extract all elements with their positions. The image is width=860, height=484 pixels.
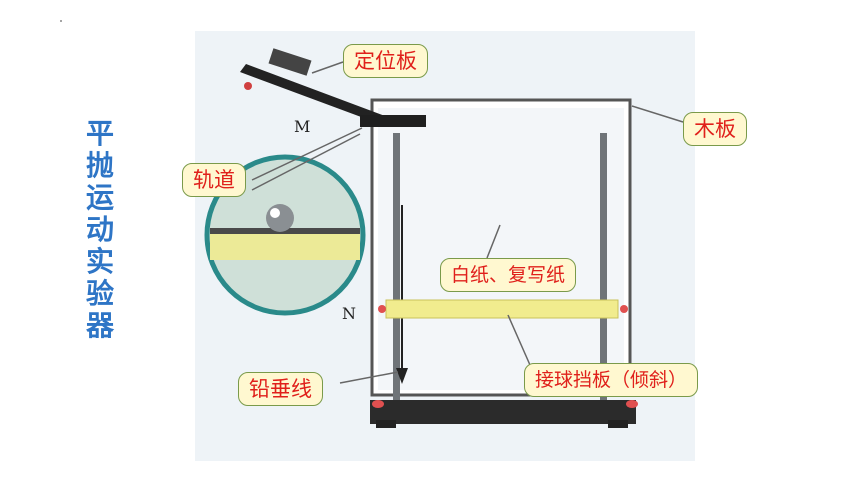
point-m-label: M xyxy=(294,117,311,136)
title-char: 器 xyxy=(85,309,114,342)
title-char: 运 xyxy=(85,181,114,214)
callout-paper: 白纸、复写纸 xyxy=(440,258,577,292)
ball-baffle xyxy=(385,299,619,319)
callout-positioning-plate: 定位板 xyxy=(343,44,428,78)
left-rod xyxy=(393,133,400,408)
base xyxy=(370,400,636,424)
apparatus-photo xyxy=(195,31,695,461)
positioning-plate xyxy=(268,48,312,76)
callout-plumb-line: 铅垂线 xyxy=(238,372,323,406)
vertical-title: 平抛运动实验器 xyxy=(78,118,122,342)
title-char: 动 xyxy=(85,213,114,246)
decorative-dot xyxy=(60,20,62,22)
title-char: 抛 xyxy=(85,149,114,182)
callout-ball-baffle: 接球挡板（倾斜） xyxy=(524,363,699,397)
title-char: 验 xyxy=(85,277,114,310)
track xyxy=(240,64,385,124)
title-char: 实 xyxy=(85,245,114,278)
callout-wood-board: 木板 xyxy=(683,112,747,146)
callout-track: 轨道 xyxy=(182,163,246,197)
point-n-label: N xyxy=(342,304,356,323)
right-rod xyxy=(600,133,607,408)
title-char: 平 xyxy=(85,117,114,150)
